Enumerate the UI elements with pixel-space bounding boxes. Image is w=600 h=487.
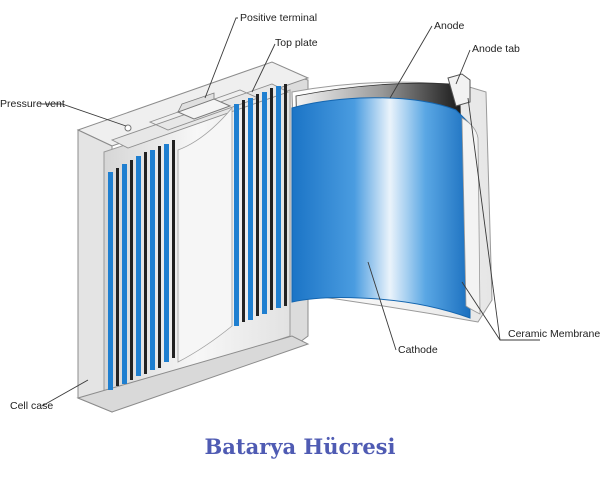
pressure-vent: [124, 124, 132, 132]
membrane-front-fold: [461, 117, 481, 315]
label-pressure-vent: Pressure vent: [0, 98, 65, 110]
battery-cell-diagram: Positive terminal Top plate Pressure ven…: [0, 12, 600, 413]
label-cell-case: Cell case: [10, 400, 53, 412]
label-anode: Anode: [434, 20, 465, 32]
leader-lines: [40, 17, 540, 407]
cathode-sheet: [291, 97, 471, 319]
inner-wrap-sheet: [177, 106, 233, 363]
label-ceramic-membrane: Ceramic Membrane: [508, 328, 600, 340]
label-cathode: Cathode: [398, 344, 438, 356]
label-top-plate: Top plate: [275, 37, 318, 49]
label-anode-tab: Anode tab: [472, 43, 520, 55]
caption: Batarya Hücresi: [204, 434, 396, 459]
electrode-stack-right: [234, 84, 287, 326]
label-positive-terminal: Positive terminal: [240, 12, 317, 24]
electrode-stack-left: [108, 140, 175, 390]
